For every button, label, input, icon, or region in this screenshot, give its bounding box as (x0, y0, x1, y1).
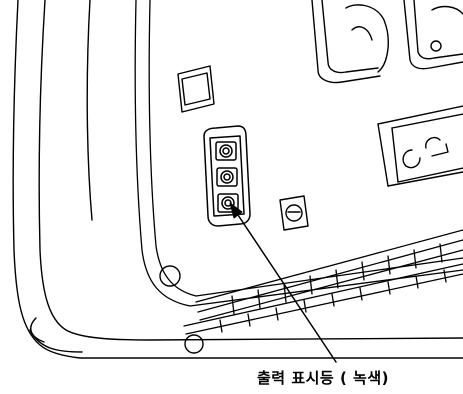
control-knob (279, 195, 309, 231)
outlet-housing-left (311, 0, 389, 84)
front-panel (134, 0, 463, 307)
callout-leader (229, 202, 337, 363)
indicator-lamp-1 (215, 141, 237, 161)
output-indicator-label: 출력 표시등 ( 녹색) (257, 369, 389, 387)
output-receptacle (377, 105, 463, 187)
ventilation-grille (183, 229, 463, 335)
power-switch (177, 65, 215, 113)
output-indicator-lamp (217, 193, 239, 213)
outlet-housing-right (403, 0, 463, 70)
indicator-panel (203, 125, 251, 227)
panel-screw (159, 265, 204, 354)
device-casing (12, 0, 463, 359)
indicator-lamp-2 (216, 167, 238, 187)
